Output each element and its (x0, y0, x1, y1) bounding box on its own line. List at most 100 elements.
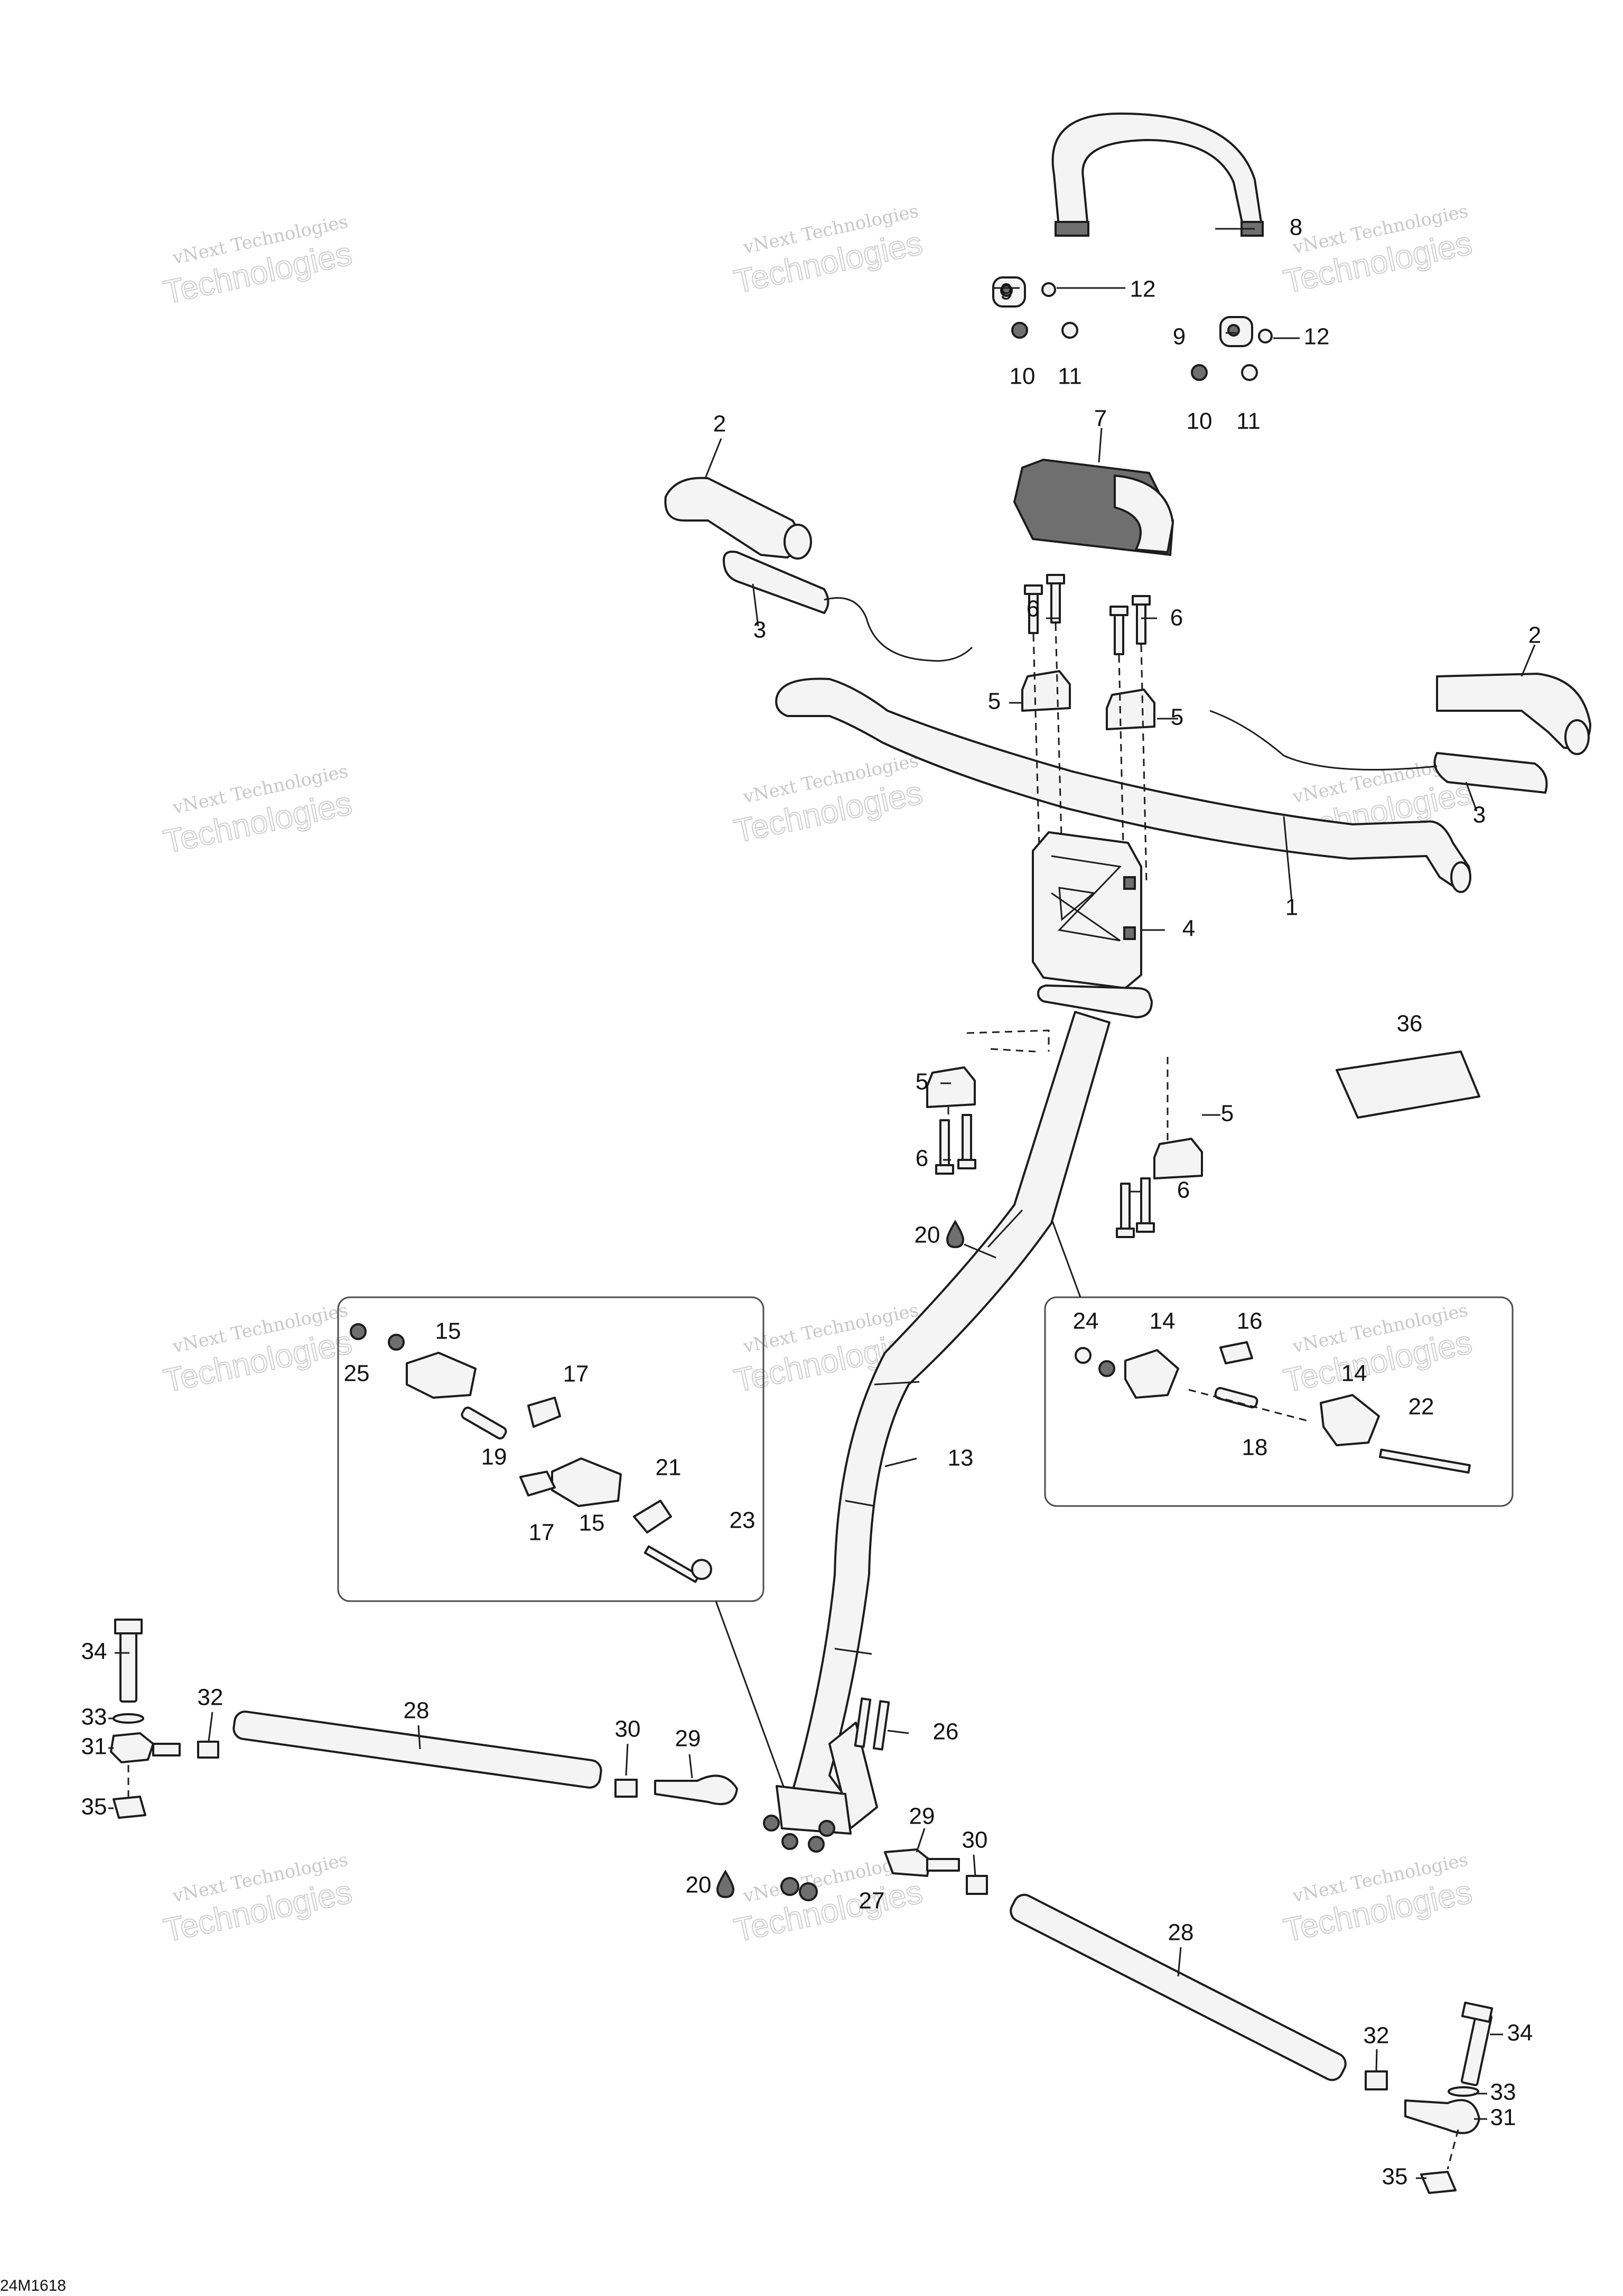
callout-5: 5 (916, 1069, 928, 1095)
callout-19: 19 (481, 1444, 507, 1470)
callout-5: 5 (1171, 704, 1183, 730)
callout-35: 35 (1382, 2164, 1408, 2190)
handlebar-cover-pad (1013, 458, 1174, 556)
callout-10: 10 (1010, 364, 1036, 389)
callout-6: 6 (916, 1146, 928, 1172)
detail-box-right (1044, 1296, 1514, 1507)
callout-33: 33 (81, 1704, 107, 1730)
detail-right-parts (1075, 1341, 1471, 1474)
callout-5: 5 (988, 689, 1001, 714)
callout-35: 35 (81, 1794, 107, 1820)
leader-lines (108, 228, 1536, 2179)
tie-rod-tube-right (1010, 1893, 1347, 2081)
callout-15: 15 (579, 1510, 605, 1536)
callout-8: 8 (1290, 215, 1302, 240)
grip-left (664, 477, 812, 560)
callout-22: 22 (1409, 1394, 1434, 1420)
callout-6: 6 (1177, 1177, 1190, 1203)
callout-23: 23 (730, 1508, 755, 1533)
callout-34: 34 (1507, 2020, 1533, 2046)
handlebar (775, 677, 1471, 893)
mounting-plate (1336, 1051, 1480, 1119)
grip-right (1436, 673, 1591, 755)
callout-25: 25 (344, 1361, 370, 1387)
callout-5: 5 (1221, 1101, 1234, 1127)
callout-12: 12 (1304, 324, 1330, 350)
steering-column (763, 984, 1153, 1853)
callout-2: 2 (713, 411, 726, 437)
callout-11: 11 (1236, 408, 1261, 434)
clamp-caps-upper (1021, 670, 1155, 730)
heated-grip-right (1209, 710, 1548, 794)
riser-block (1032, 831, 1142, 989)
drop-icon (946, 1220, 965, 1249)
tie-rod-left (110, 1619, 738, 1819)
detail-left-parts (350, 1323, 712, 1583)
clamp-right (1191, 316, 1273, 381)
callout-32: 32 (1364, 2023, 1389, 2049)
callout-9: 9 (1173, 324, 1186, 350)
callout-1: 1 (1285, 895, 1298, 921)
callout-7: 7 (1094, 406, 1107, 432)
callout-20: 20 (686, 1872, 712, 1898)
callout-30: 30 (615, 1716, 641, 1742)
bolts-lower (935, 1114, 1155, 1238)
assembly-lines-lower (947, 1029, 1169, 1141)
callout-4: 4 (1182, 916, 1195, 942)
callout-21: 21 (656, 1455, 682, 1481)
callout-24: 24 (1073, 1308, 1099, 1334)
callout-2: 2 (1528, 622, 1541, 648)
tie-rod-right (884, 1848, 1494, 2194)
callout-10: 10 (1187, 408, 1212, 434)
callout-17: 17 (563, 1361, 589, 1387)
callout-11: 11 (1058, 364, 1082, 389)
column-pointer (987, 1209, 1023, 1248)
callout-32: 32 (198, 1685, 223, 1711)
callout-29: 29 (909, 1804, 935, 1829)
detail-box-left-leader (715, 1601, 788, 1797)
callout-3: 3 (1473, 802, 1486, 828)
callout-14: 14 (1341, 1361, 1367, 1387)
callout-20: 20 (915, 1222, 940, 1248)
diagram-code: 24M1618 (0, 2277, 66, 2294)
callout-29: 29 (675, 1726, 701, 1752)
callout-13: 13 (948, 1445, 974, 1471)
callout-17: 17 (529, 1520, 555, 1546)
callout-3: 3 (753, 617, 766, 643)
detail-box-left (337, 1296, 764, 1602)
callout-6: 6 (1027, 596, 1039, 622)
callout-26: 26 (933, 1719, 959, 1745)
callout-9: 9 (1000, 279, 1013, 305)
callout-33: 33 (1490, 2079, 1516, 2105)
callout-14: 14 (1150, 1308, 1176, 1334)
callout-16: 16 (1237, 1308, 1263, 1334)
column-bolts (780, 1697, 890, 1901)
clamp-caps-lower (926, 1066, 1203, 1179)
callout-34: 34 (81, 1639, 107, 1665)
callout-31: 31 (1490, 2105, 1516, 2131)
callout-31: 31 (81, 1734, 107, 1760)
callout-18: 18 (1242, 1435, 1268, 1461)
assembly-lines-upper (1032, 623, 1148, 894)
callout-28: 28 (1168, 1920, 1194, 1946)
callouts: 1 2 2 3 3 4 5 5 5 5 6 6 6 6 7 8 9 9 10 1… (81, 215, 1542, 2190)
heated-grip-left (723, 551, 973, 662)
callout-15: 15 (435, 1318, 461, 1344)
grab-handle-loop (1051, 113, 1264, 237)
callout-6: 6 (1170, 605, 1183, 631)
callout-28: 28 (404, 1698, 430, 1724)
clamp-left (992, 276, 1078, 339)
callout-30: 30 (962, 1827, 988, 1853)
callout-27: 27 (859, 1888, 885, 1914)
